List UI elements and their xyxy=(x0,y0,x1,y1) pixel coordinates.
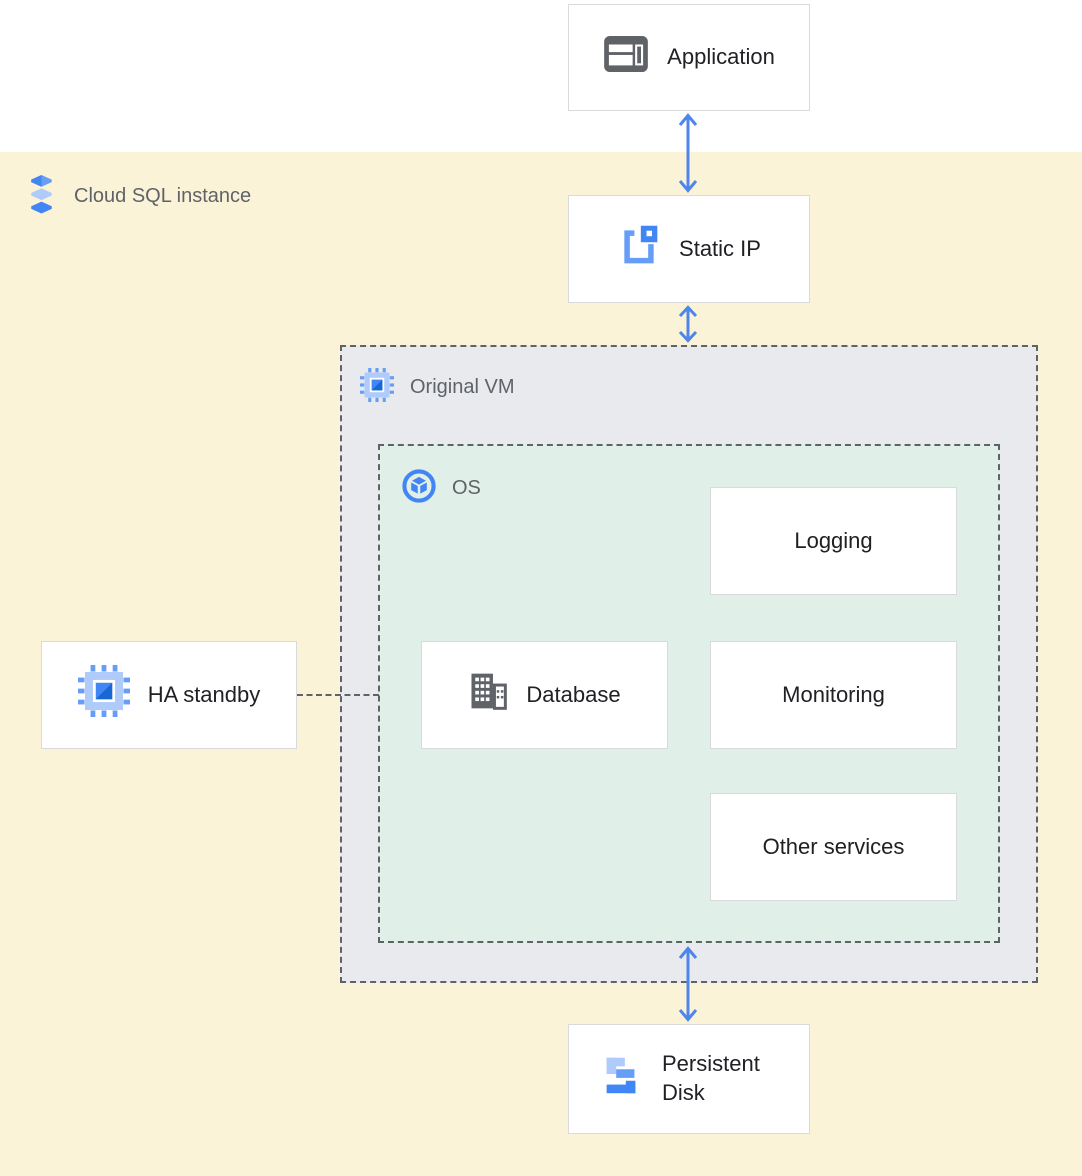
node-database-label: Database xyxy=(526,681,620,710)
original-vm-region-label-text: Original VM xyxy=(410,377,514,397)
node-logging: Logging xyxy=(710,487,957,595)
cloud-sql-region-label: Cloud SQL instance xyxy=(25,176,251,216)
node-other-services: Other services xyxy=(710,793,957,901)
arrow-application-staticip xyxy=(676,113,700,193)
node-database: Database xyxy=(421,641,668,749)
compute-engine-icon xyxy=(360,368,394,406)
node-monitoring-label: Monitoring xyxy=(782,681,885,710)
os-region-label-text: OS xyxy=(452,478,481,498)
application-window-icon xyxy=(603,35,649,81)
node-persistent-disk-label: Persistent Disk xyxy=(662,1050,780,1107)
building-icon xyxy=(468,672,508,718)
connector-ha-standby xyxy=(297,694,379,696)
os-region-label: OS xyxy=(402,471,481,505)
compute-engine-icon xyxy=(78,665,130,725)
static-ip-icon xyxy=(617,223,661,275)
node-application-label: Application xyxy=(667,43,775,72)
node-ha-standby-label: HA standby xyxy=(148,681,261,710)
cloud-sql-icon xyxy=(25,175,58,218)
node-ha-standby: HA standby xyxy=(41,641,297,749)
node-monitoring: Monitoring xyxy=(710,641,957,749)
node-application: Application xyxy=(568,4,810,111)
node-other-services-label: Other services xyxy=(763,833,905,862)
node-static-ip: Static IP xyxy=(568,195,810,303)
arrow-staticip-vm xyxy=(676,305,700,343)
node-persistent-disk: Persistent Disk xyxy=(568,1024,810,1134)
arrow-os-persistentdisk xyxy=(676,946,700,1022)
os-image-icon xyxy=(402,469,436,507)
persistent-disk-icon xyxy=(598,1052,644,1106)
node-static-ip-label: Static IP xyxy=(679,235,761,264)
cloud-sql-region-label-text: Cloud SQL instance xyxy=(74,186,251,206)
original-vm-region-label: Original VM xyxy=(360,369,514,405)
node-logging-label: Logging xyxy=(794,527,872,556)
